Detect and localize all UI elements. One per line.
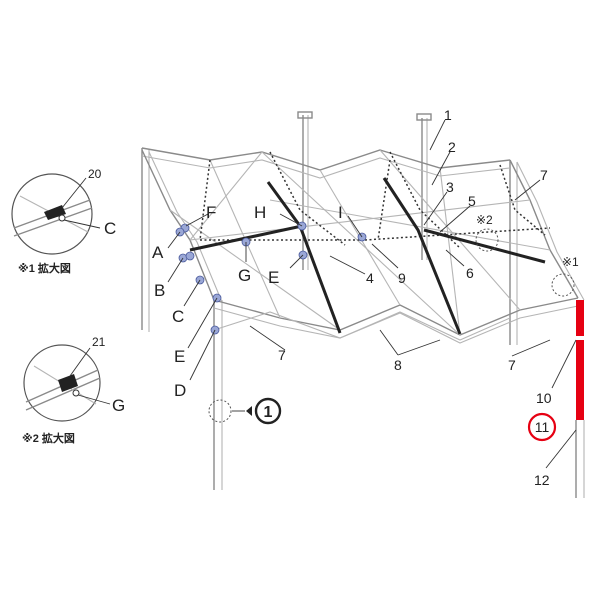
label-h: H xyxy=(254,203,266,222)
label-2: 2 xyxy=(448,139,456,155)
label-21: 21 xyxy=(92,335,106,349)
label-g-zoom: G xyxy=(112,396,125,415)
label-20: 20 xyxy=(88,167,102,181)
label-d: D xyxy=(174,381,186,400)
callout-1: 1 xyxy=(246,397,282,425)
joint-b2 xyxy=(185,251,195,261)
label-c-zoom: C xyxy=(104,219,116,238)
label-1: 1 xyxy=(444,107,452,123)
label-i: I xyxy=(338,203,343,222)
label-7-left: 7 xyxy=(278,347,286,363)
leader-lines xyxy=(167,119,577,469)
label-7-right: 7 xyxy=(540,167,548,183)
label-g: G xyxy=(238,266,251,285)
label-11: 11 xyxy=(535,419,550,435)
label-a: A xyxy=(152,243,164,262)
label-10: 10 xyxy=(536,390,552,406)
callout-1-number: 1 xyxy=(264,404,273,421)
label-9: 9 xyxy=(398,270,406,286)
label-e-mid: E xyxy=(268,268,279,287)
label-b: B xyxy=(154,281,165,300)
label-c: C xyxy=(172,307,184,326)
label-12: 12 xyxy=(534,472,550,488)
mark-note-2: ※2 xyxy=(476,213,493,227)
highlighted-part-11: 11 xyxy=(527,412,557,442)
label-e-left: E xyxy=(174,347,185,366)
mark-note-1: ※1 xyxy=(562,255,579,269)
label-7-mid: 7 xyxy=(508,357,516,373)
zoom-detail-1 xyxy=(11,173,101,255)
highlight-upper-leg xyxy=(576,300,584,336)
zoom-detail-2 xyxy=(23,344,111,422)
highlight-middle-leg xyxy=(576,340,584,420)
caption-zoom-2: ※2 拡大図 xyxy=(22,431,75,445)
label-f: F xyxy=(206,203,216,222)
label-3: 3 xyxy=(446,179,454,195)
label-5: 5 xyxy=(468,193,476,209)
label-4: 4 xyxy=(366,270,374,286)
tent-frame xyxy=(141,111,585,498)
label-6: 6 xyxy=(466,265,474,281)
caption-zoom-1: ※1 拡大図 xyxy=(18,261,71,275)
label-8: 8 xyxy=(394,357,402,373)
